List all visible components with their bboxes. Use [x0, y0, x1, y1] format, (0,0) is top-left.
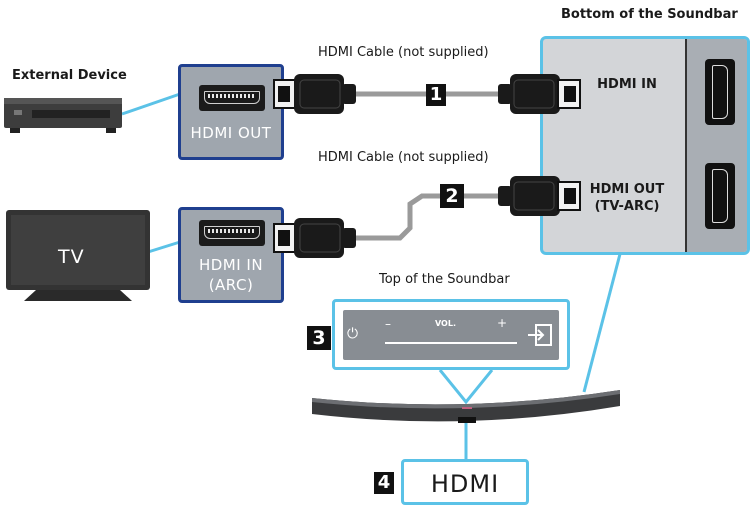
external-device-label: External Device — [12, 68, 127, 83]
external-device-icon — [4, 98, 122, 133]
vol-bar — [385, 342, 517, 344]
cable2-label: HDMI Cable (not supplied) — [318, 150, 489, 165]
ext-hdmi-port-icon — [199, 85, 265, 111]
vol-label: VOL. — [435, 319, 456, 328]
sb-hdmi-out-port — [705, 163, 735, 229]
tv-icon — [6, 210, 150, 301]
power-icon: ⏻ — [347, 326, 359, 342]
sb-hdmi-out-label: HDMI OUT (TV-ARC) — [573, 181, 681, 215]
tv-hdmi-in-port-box: HDMI IN (ARC) — [178, 207, 284, 303]
top-of-soundbar-label: Top of the Soundbar — [379, 272, 510, 287]
tv-label: TV — [58, 246, 85, 268]
bottom-of-soundbar-label: Bottom of the Soundbar — [561, 7, 738, 22]
top-control-strip: ⏻ – VOL. + — [343, 310, 559, 360]
source-input-icon — [528, 324, 552, 346]
front-display-text: HDMI — [430, 470, 500, 498]
soundbar-bottom-panel: HDMI IN HDMI OUT (TV-ARC) — [540, 36, 750, 255]
tv-hdmi-in-line1: HDMI IN — [198, 256, 264, 274]
cable1-right-plug — [498, 74, 581, 114]
front-display: HDMI — [401, 459, 529, 505]
cable2-left-plug — [273, 218, 356, 258]
soundbar-body — [312, 390, 620, 423]
badge-1: 1 — [426, 84, 446, 106]
top-control-panel: ⏻ – VOL. + — [332, 299, 570, 370]
vol-minus-label: – — [385, 317, 391, 331]
sb-hdmi-out-line2: (TV-ARC) — [594, 199, 660, 214]
sb-hdmi-out-line1: HDMI OUT — [589, 182, 665, 197]
tv-hdmi-port-icon — [199, 220, 265, 246]
vol-plus-label: + — [497, 316, 508, 330]
badge-4: 4 — [374, 472, 394, 494]
cable1-left-plug — [273, 74, 356, 114]
sb-hdmi-in-port — [705, 59, 735, 125]
ext-hdmi-out-port-box: HDMI OUT — [178, 64, 284, 160]
cable2-right-plug — [498, 176, 581, 216]
cable1-label: HDMI Cable (not supplied) — [318, 45, 489, 60]
ext-hdmi-out-label: HDMI OUT — [190, 124, 272, 142]
sb-hdmi-in-label: HDMI IN — [597, 77, 657, 92]
tv-hdmi-in-line2: (ARC) — [208, 276, 254, 294]
badge-2: 2 — [440, 184, 464, 208]
badge-3: 3 — [307, 326, 331, 350]
